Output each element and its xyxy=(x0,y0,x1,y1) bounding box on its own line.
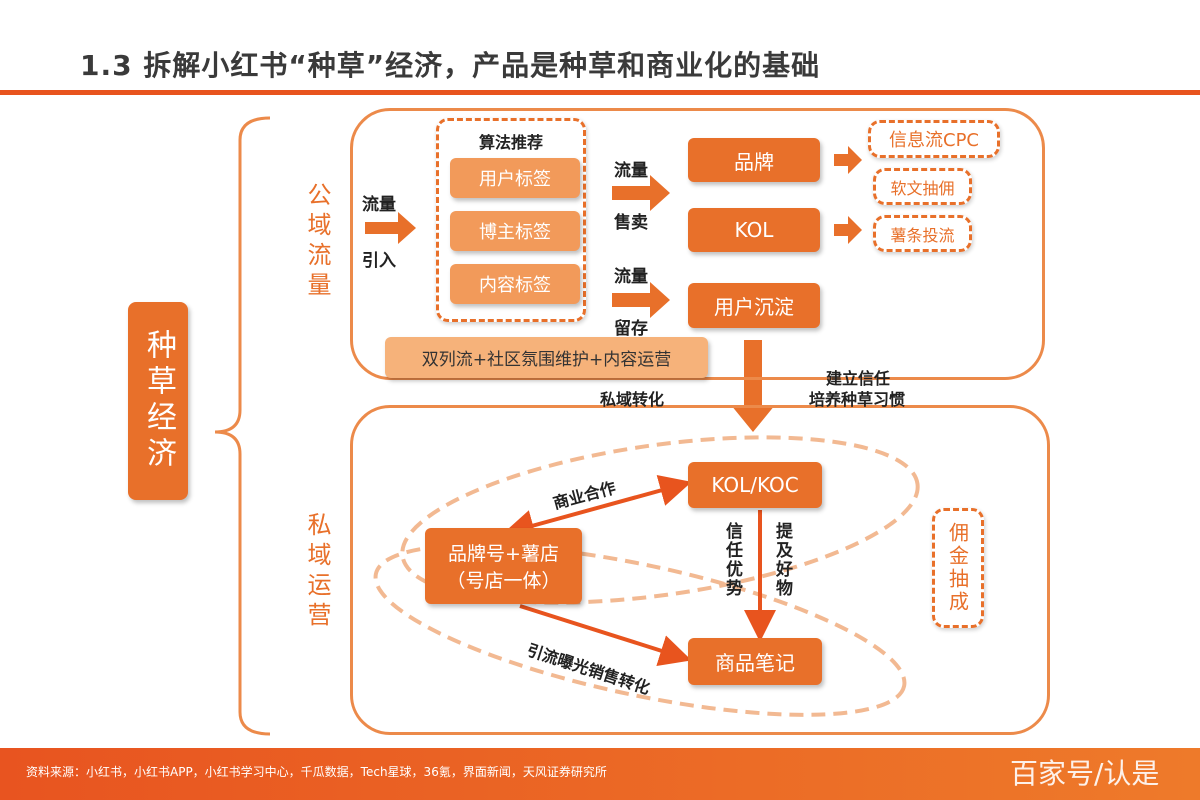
inflow-label-2: 引入 xyxy=(362,251,396,271)
kol-box: KOL xyxy=(688,208,820,252)
left-brace xyxy=(214,116,271,736)
dashed-ellipse-bottom xyxy=(373,543,907,717)
algo-group: 算法推荐 xyxy=(436,118,586,322)
tag-user: 用户标签 xyxy=(450,158,580,198)
brand-store-line2: （号店一体） xyxy=(446,570,561,592)
footer-bar: 资料来源：小红书，小红书APP，小红书学习中心，千瓜数据，Tech星球，36氪，… xyxy=(0,748,1200,800)
page-title: 1.3 拆解小红书“种草”经济，产品是种草和商业化的基础 xyxy=(80,49,821,82)
drive-arrow xyxy=(519,604,692,666)
brand-box: 品牌 xyxy=(688,138,820,182)
biz-arrow xyxy=(502,474,692,542)
private-panel xyxy=(350,405,1050,735)
retain-label-1: 流量 xyxy=(614,267,648,287)
sell-label-2: 售卖 xyxy=(614,213,648,233)
monetize-chips: 薯条投流 xyxy=(873,215,972,252)
commission-box: 佣金抽成 xyxy=(932,508,984,628)
source-note: 资料来源：小红书，小红书APP，小红书学习中心，千瓜数据，Tech星球，36氪，… xyxy=(26,765,607,779)
kol-koc-box: KOL/KOC xyxy=(688,462,822,508)
title-rule xyxy=(0,90,1200,95)
public-panel xyxy=(350,108,1045,380)
trust-label: 建立信任 xyxy=(825,369,890,388)
ops-box: 双列流+社区氛围维护+内容运营 xyxy=(385,337,708,378)
inflow-arrow xyxy=(365,212,416,244)
sell-label-1: 流量 xyxy=(614,161,648,181)
private-label: 私域运营 xyxy=(303,512,331,632)
tag-blogger: 博主标签 xyxy=(450,211,580,251)
user-settle-box: 用户沉淀 xyxy=(688,283,820,328)
kol-arrow xyxy=(834,216,862,244)
habit-label: 培养种草习惯 xyxy=(808,390,905,409)
sell-arrow xyxy=(612,175,670,211)
watermark: 百家号/认是 xyxy=(1010,757,1160,790)
trust-advantage-label: 信任优势 xyxy=(722,522,742,598)
brand-store-box: 品牌号+薯店 （号店一体） xyxy=(425,528,582,604)
inflow-label-1: 流量 xyxy=(362,195,396,215)
root-box: 种草经济 xyxy=(128,302,188,500)
brand-arrow xyxy=(834,146,862,174)
tag-content: 内容标签 xyxy=(450,264,580,304)
mention-label: 提及好物 xyxy=(772,522,792,598)
private-transfer-arrow xyxy=(731,340,775,432)
monetize-cpc: 信息流CPC xyxy=(868,120,1000,158)
monetize-softad: 软文抽佣 xyxy=(873,168,972,205)
brand-store-line1: 品牌号+薯店 xyxy=(448,543,559,565)
transfer-left-label: 私域转化 xyxy=(600,390,665,409)
dashed-ellipse-top xyxy=(400,435,920,605)
product-note-box: 商品笔记 xyxy=(688,638,822,685)
retain-arrow xyxy=(612,282,670,318)
algo-title: 算法推荐 xyxy=(478,133,543,152)
public-label: 公域流量 xyxy=(303,182,331,302)
retain-label-2: 留存 xyxy=(614,319,648,339)
